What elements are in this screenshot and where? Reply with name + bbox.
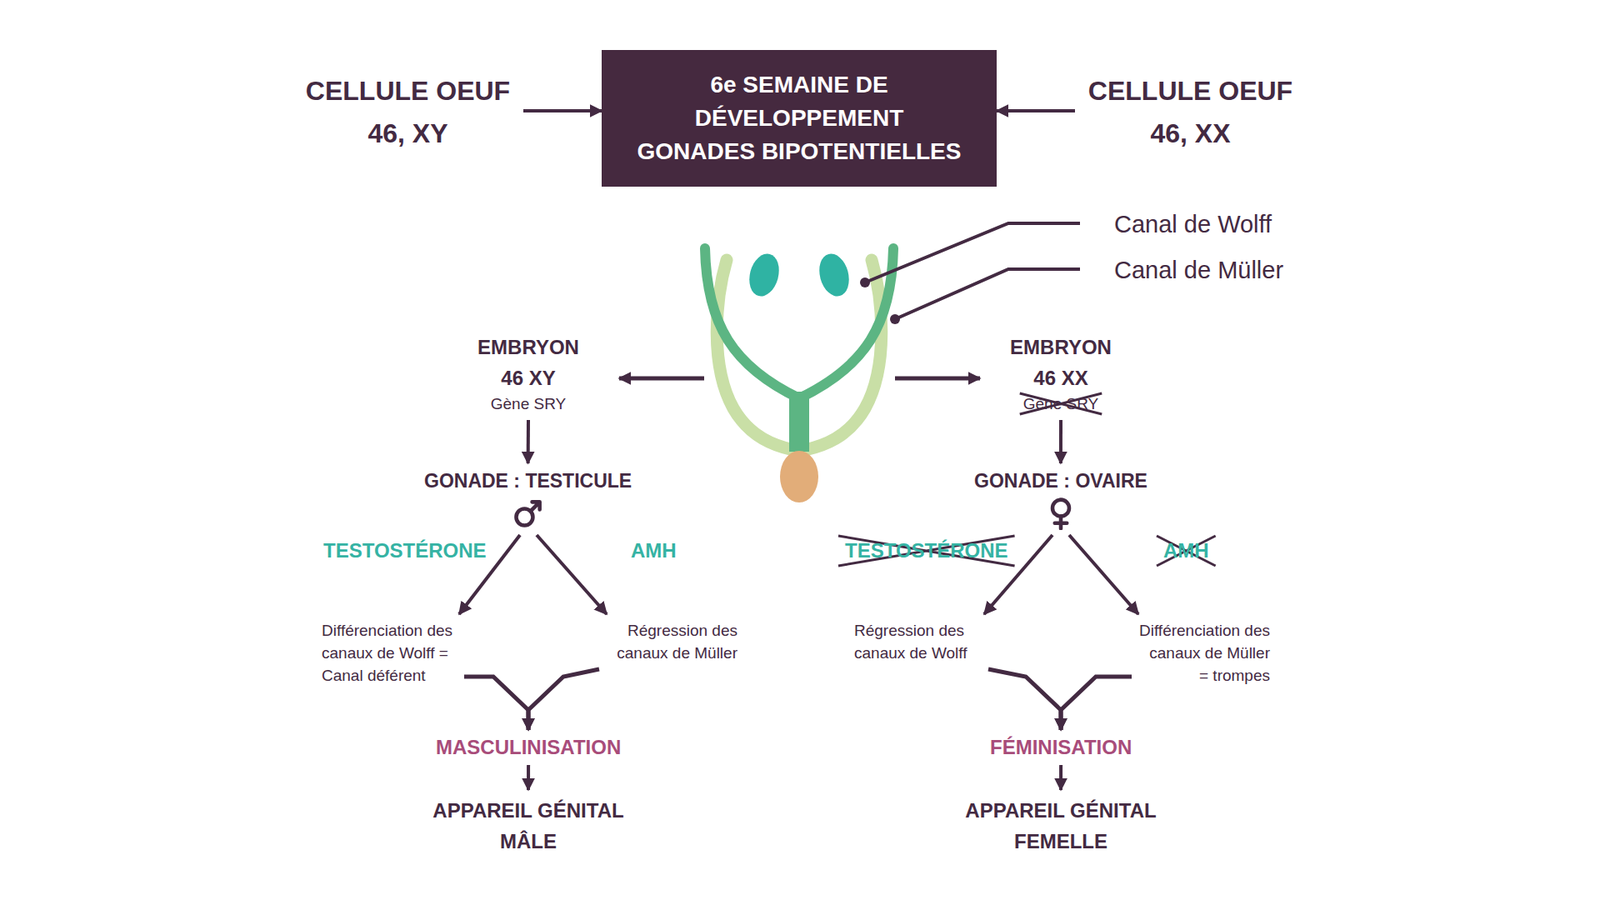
strike-cross xyxy=(838,535,1015,566)
embryo-node: EMBRYON 46 XXGène SRY xyxy=(997,326,1125,420)
flow-arrow xyxy=(1060,676,1132,730)
gene-label: Gène SRY xyxy=(470,393,587,415)
title-text: GONADES BIPOTENTIELLES xyxy=(620,135,979,169)
flow-arrow xyxy=(464,676,529,730)
cell-node: CELLULE OEUF 46, XX xyxy=(1075,65,1306,160)
symbol-arrow xyxy=(530,501,540,511)
symbol-strokes xyxy=(515,501,540,525)
hormone-label: TESTOSTÉRONE xyxy=(845,539,1009,563)
gonad xyxy=(815,250,854,300)
duct-name: Canal de Müller xyxy=(1114,255,1284,285)
embryo-label: EMBRYON 46 XX xyxy=(1002,331,1120,394)
flow-arrow xyxy=(526,420,530,464)
gonad-label: GONADE : TESTICULE xyxy=(424,468,632,494)
outcome-node: FÉMINISATION xyxy=(985,730,1137,765)
gonad xyxy=(745,250,784,300)
duct-note: Différenciation des canaux de Müller = t… xyxy=(1136,619,1270,687)
sinus xyxy=(780,450,819,503)
flow-arrow xyxy=(528,669,600,730)
flow-arrow xyxy=(523,109,602,113)
flow-arrow xyxy=(1059,765,1063,790)
leader-line xyxy=(865,223,1080,320)
duct-name: Canal de Wolff xyxy=(1114,209,1272,240)
flow-arrow xyxy=(536,535,607,615)
organ-label: APPAREIL GÉNITAL MÂLE xyxy=(424,795,633,857)
duct-node: Régression des canaux de Wolff xyxy=(849,614,989,670)
outcome-node: MASCULINISATION xyxy=(430,730,626,765)
leader-dot xyxy=(890,314,900,325)
flow-arrow xyxy=(988,669,1061,730)
gonad-node: GONADE : TESTICULE xyxy=(419,463,637,535)
flow-arrow xyxy=(1069,535,1139,615)
embryo-label: EMBRYON 46 XY xyxy=(470,331,587,394)
flow-arrow xyxy=(996,109,1075,113)
flow-arrow xyxy=(1059,420,1063,464)
duct-note: Régression des canaux de Wolff xyxy=(854,619,984,665)
leader-dot xyxy=(860,277,870,288)
duct-note: Régression des canaux de Müller xyxy=(604,619,738,665)
hormone-label: AMH xyxy=(1163,539,1210,563)
duct-node: Différenciation des canaux de Wolff = Ca… xyxy=(316,614,465,692)
title-text: 6e SEMAINE DE DÉVELOPPEMENT xyxy=(620,68,979,135)
outcome-label: FÉMINISATION xyxy=(990,735,1132,760)
cell-label: CELLULE OEUF 46, XX xyxy=(1080,70,1301,155)
cell-node: CELLULE OEUF 46, XY xyxy=(292,65,524,160)
stage-box: 6e SEMAINE DE DÉVELOPPEMENTGONADES BIPOT… xyxy=(601,50,997,187)
wolffian-duct xyxy=(705,248,894,399)
duct-node: Régression des canaux de Müller xyxy=(599,614,743,670)
female-symbol xyxy=(1044,496,1078,530)
symbol-cross xyxy=(1055,516,1068,530)
gonad-node: GONADE : OVAIRE xyxy=(969,463,1153,535)
gonad-label: GONADE : OVAIRE xyxy=(974,468,1148,494)
male-symbol xyxy=(511,496,545,530)
duct-note: Différenciation des canaux de Wolff = Ca… xyxy=(321,619,460,687)
duct-node: Différenciation des canaux de Müller = t… xyxy=(1131,614,1275,692)
flow-arrow xyxy=(526,765,530,790)
outcome-label: MASCULINISATION xyxy=(435,735,621,760)
branch-arrow xyxy=(895,376,980,381)
embryo-node: EMBRYON 46 XYGène SRY xyxy=(465,326,592,420)
gene-label: Gène SRY xyxy=(1002,393,1120,415)
organ-label: APPAREIL GÉNITAL FEMELLE xyxy=(956,795,1165,857)
organ-node: APPAREIL GÉNITAL FEMELLE xyxy=(951,790,1170,862)
branch-arrow xyxy=(619,376,705,381)
organ-node: APPAREIL GÉNITAL MÂLE xyxy=(419,790,638,862)
symbol-ring xyxy=(1052,500,1070,517)
hormone-label: TESTOSTÉRONE xyxy=(323,539,487,563)
duct-stem xyxy=(789,391,810,452)
cell-label: CELLULE OEUF 46, XY xyxy=(297,70,519,155)
hormone-label: AMH xyxy=(630,539,677,563)
symbol-strokes xyxy=(1052,500,1070,530)
strike-cross xyxy=(1156,535,1216,566)
